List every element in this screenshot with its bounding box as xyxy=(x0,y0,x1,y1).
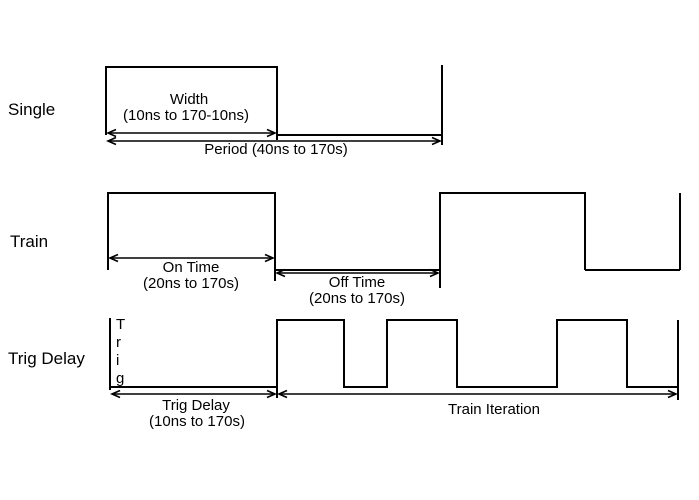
trig-delay-label: Trig Delay xyxy=(162,397,230,414)
on-time-arrow-left-head-icon xyxy=(108,253,119,263)
train-pulse1-line xyxy=(107,192,276,281)
single-pulse-line xyxy=(105,66,278,140)
trig-delay-range-label: (10ns to 170s) xyxy=(149,413,245,430)
off-time-arrow-left-head-icon xyxy=(275,268,286,278)
train-iteration-arrow-left-head-icon xyxy=(277,389,288,399)
width-arrow-left-head-icon xyxy=(106,128,117,138)
period-arrow-left-head-icon xyxy=(106,136,117,146)
train-pulse2-line xyxy=(439,192,586,288)
on-time-arrow-right-head-icon xyxy=(264,253,275,263)
period-arrow-right-head-icon xyxy=(431,136,442,146)
on-time-label: On Time xyxy=(162,259,220,276)
train-waveform xyxy=(107,192,681,288)
off-time-label: Off Time xyxy=(328,274,386,291)
off-time-arrow-right-head-icon xyxy=(429,268,440,278)
period-label: Period (40ns to 170s) xyxy=(204,141,348,158)
train-iteration-arrow-right-head-icon xyxy=(667,389,678,399)
trig-letter: i xyxy=(116,352,120,369)
trig-vertical-label: T r i g xyxy=(116,316,125,388)
train-row-label: Train xyxy=(10,232,49,251)
width-label: Width xyxy=(169,91,209,108)
train-iteration-label: Train Iteration xyxy=(448,401,540,418)
trig-delay-row-label: Trig Delay xyxy=(8,349,85,368)
trig-letter: g xyxy=(116,370,125,387)
single-row-label: Single xyxy=(8,100,56,119)
on-time-range-label: (20ns to 170s) xyxy=(143,275,239,292)
single-waveform xyxy=(105,65,443,146)
trig-letter: T xyxy=(116,316,126,333)
trig-delay-waveform xyxy=(109,318,679,400)
trig-delay-arrow-left-head-icon xyxy=(110,389,121,399)
width-range-label: (10ns to 170-10ns) xyxy=(123,107,249,124)
width-arrow-right-head-icon xyxy=(266,128,277,138)
trig-pulse-train-line xyxy=(276,319,678,398)
trig-delay-arrow-right-head-icon xyxy=(266,389,277,399)
trig-letter: r xyxy=(116,334,121,351)
off-time-range-label: (20ns to 170s) xyxy=(309,290,405,307)
